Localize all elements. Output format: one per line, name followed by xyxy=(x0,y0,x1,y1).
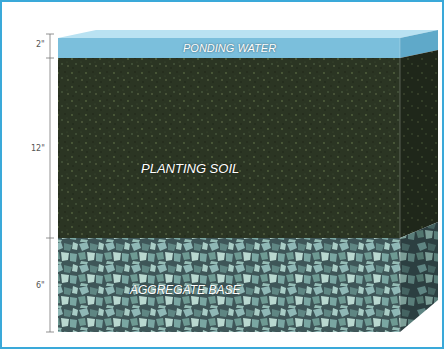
soil-band: PLANTING SOIL xyxy=(137,160,243,177)
aggregate-front-face xyxy=(58,238,400,332)
water-band: PONDING WATER xyxy=(179,41,280,55)
layer-label: PLANTING SOIL xyxy=(141,161,239,176)
water-front-face xyxy=(58,38,400,58)
dimension-label: 6" xyxy=(35,281,46,290)
box-edge xyxy=(400,38,401,332)
dimension-label: 12" xyxy=(30,144,46,153)
aggregate-band: AGGREGATE BASE xyxy=(126,282,244,298)
soil-front-face xyxy=(58,58,400,238)
layer-label: AGGREGATE BASE xyxy=(130,283,240,297)
water-top-face xyxy=(58,30,438,38)
dimension-label: 2" xyxy=(35,40,46,49)
layer-label: PONDING WATER xyxy=(183,42,276,54)
soil-side-face xyxy=(400,50,438,238)
aggregate-side-face xyxy=(400,222,438,332)
dimension-line xyxy=(46,34,54,332)
